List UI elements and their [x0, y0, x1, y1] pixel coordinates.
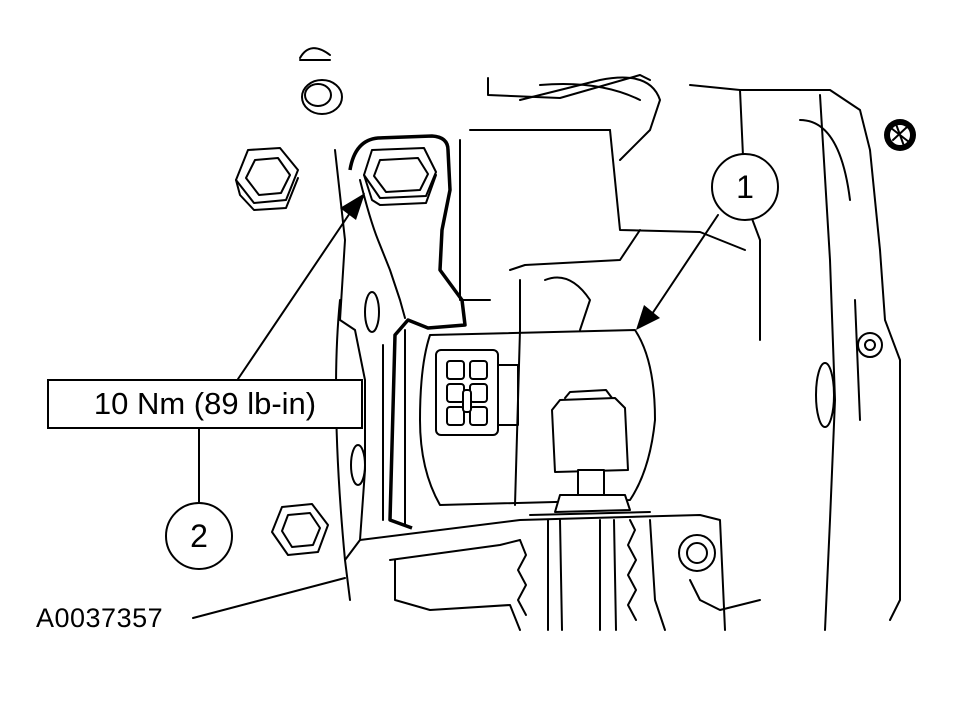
- torque-spec-leader: [237, 193, 365, 380]
- sensor-electrical-connector: [435, 349, 519, 436]
- hex-nut-upper-left: [235, 147, 299, 211]
- torque-specification-label: 10 Nm (89 lb-in): [47, 379, 363, 429]
- callout-2-text: 2: [190, 517, 208, 554]
- torque-specification-text: 10 Nm (89 lb-in): [93, 386, 317, 421]
- hex-nut-lower-left: [271, 503, 329, 556]
- threaded-stud: [884, 119, 916, 151]
- manual-lever-shaft: [517, 389, 651, 631]
- callout-number-2: 2: [165, 502, 233, 570]
- figure-reference-code: A0037357: [36, 603, 164, 633]
- transmission-housing: [299, 47, 901, 631]
- casting-bosses: [301, 79, 343, 115]
- callout-1-leader: [636, 214, 719, 330]
- callout-number-1: 1: [711, 153, 779, 221]
- sensor-bracket: [348, 134, 467, 530]
- callout-1-text: 1: [736, 168, 754, 205]
- bracket-bolt: [363, 147, 437, 206]
- figure-id-leader: [192, 577, 346, 619]
